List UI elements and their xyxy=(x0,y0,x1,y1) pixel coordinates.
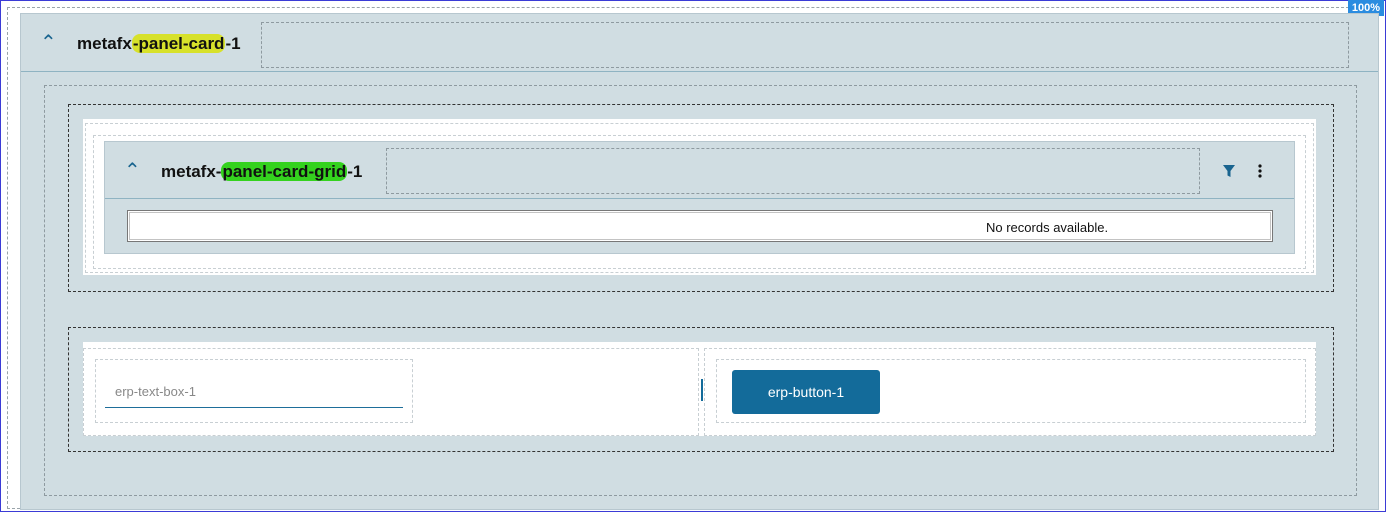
grid-table-body: No records available. xyxy=(129,212,1271,240)
title-highlight: -panel-card xyxy=(131,34,226,53)
form-container: erp-button-1 xyxy=(83,342,1316,436)
button-wrapper: erp-button-1 xyxy=(716,359,1306,423)
erp-button[interactable]: erp-button-1 xyxy=(732,370,880,414)
chevron-up-icon[interactable]: ⌃ xyxy=(40,32,57,54)
grid-title-highlight: panel-card-grid xyxy=(221,162,348,181)
panel-card-title: metafx-panel-card-1 xyxy=(77,34,241,54)
grid-title-suffix: -1 xyxy=(347,162,363,181)
grid-title-prefix: metafx- xyxy=(161,162,222,181)
grid-panel: ⌃ metafx-panel-card-grid-1 No records av… xyxy=(104,141,1295,254)
grid-container-dashed xyxy=(85,123,1314,273)
grid-inner-dashed xyxy=(93,135,1306,269)
resize-handle[interactable] xyxy=(701,379,703,401)
form-section: erp-button-1 xyxy=(68,327,1334,452)
grid-section: ⌃ metafx-panel-card-grid-1 No records av… xyxy=(68,104,1334,292)
no-records-message: No records available. xyxy=(986,220,1109,235)
panel-card-header: ⌃ metafx-panel-card-1 xyxy=(21,14,1378,72)
chevron-up-icon[interactable]: ⌃ xyxy=(124,160,141,182)
grid-container: ⌃ metafx-panel-card-grid-1 No records av… xyxy=(83,119,1316,275)
form-right-column xyxy=(704,348,1316,436)
form-left-column xyxy=(83,348,699,436)
grid-panel-title: metafx-panel-card-grid-1 xyxy=(161,162,362,182)
grid-header-slot xyxy=(386,148,1200,194)
erp-text-box[interactable] xyxy=(105,376,403,408)
panel-card: ⌃ metafx-panel-card-1 ⌃ metafx-panel-car… xyxy=(20,13,1379,510)
title-prefix: metafx xyxy=(77,34,132,53)
more-vertical-icon[interactable] xyxy=(1252,163,1268,179)
grid-panel-header: ⌃ metafx-panel-card-grid-1 xyxy=(105,142,1294,199)
title-suffix: -1 xyxy=(225,34,241,53)
header-toolbar-slot xyxy=(261,22,1349,68)
grid-table: No records available. xyxy=(127,210,1273,242)
zoom-badge: 100% xyxy=(1347,0,1384,16)
panel-card-body: ⌃ metafx-panel-card-grid-1 No records av… xyxy=(44,85,1357,496)
text-box-wrapper xyxy=(95,359,413,423)
filter-icon[interactable] xyxy=(1221,163,1237,179)
